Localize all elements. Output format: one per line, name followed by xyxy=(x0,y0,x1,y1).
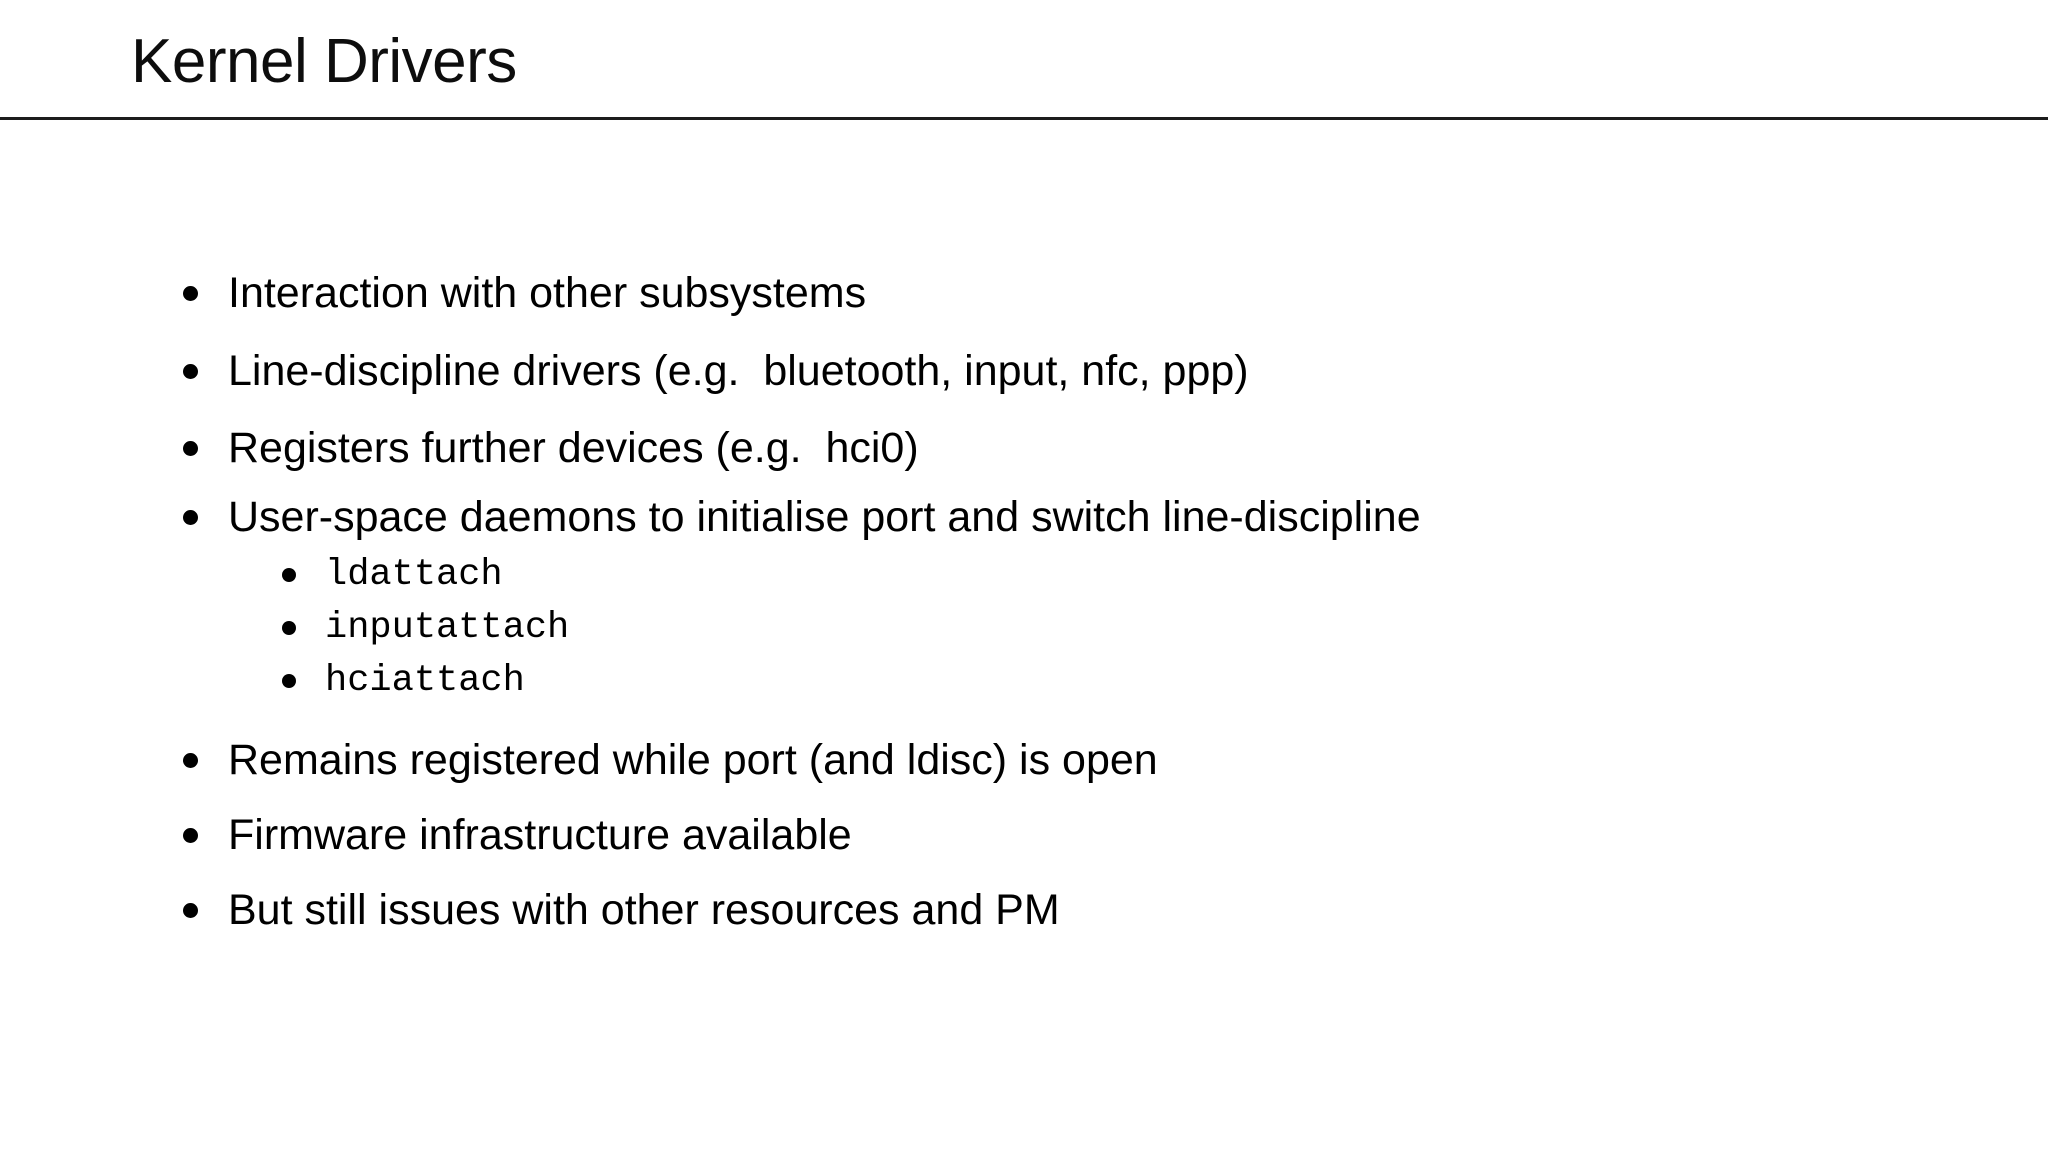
list-item-text: But still issues with other resources an… xyxy=(228,886,1060,934)
bullet-marker-icon xyxy=(282,621,296,635)
title-separator-line xyxy=(0,117,2048,120)
list-item: Registers further devices (e.g. hci0) xyxy=(183,422,1883,474)
list-item-text: Registers further devices (e.g. hci0) xyxy=(228,424,919,472)
code-text: hciattach xyxy=(325,660,525,702)
list-item: Interaction with other subsystems xyxy=(183,267,1883,319)
sub-bullet-list: ldattach inputattach hciattach xyxy=(282,551,1883,705)
list-item-text: Remains registered while port (and ldisc… xyxy=(228,736,1158,784)
bullet-marker-icon xyxy=(183,364,198,379)
bullet-marker-icon xyxy=(183,828,198,843)
bullet-marker-icon xyxy=(183,753,198,768)
bullet-marker-icon xyxy=(282,674,296,688)
page-title: Kernel Drivers xyxy=(131,27,517,96)
sub-list-item: inputattach xyxy=(282,604,1883,652)
bullet-list: Interaction with other subsystems Line-d… xyxy=(183,267,1883,936)
list-item-text: Line-discipline drivers (e.g. bluetooth,… xyxy=(228,347,1249,395)
list-item: But still issues with other resources an… xyxy=(183,884,1883,936)
sub-list-item: hciattach xyxy=(282,657,1883,705)
list-item-text: User-space daemons to initialise port an… xyxy=(228,493,1421,541)
list-item-text: Interaction with other subsystems xyxy=(228,269,867,317)
bullet-marker-icon xyxy=(282,568,296,582)
code-text: inputattach xyxy=(325,607,570,649)
bullet-marker-icon xyxy=(183,441,198,456)
bullet-marker-icon xyxy=(183,510,198,525)
list-item: Line-discipline drivers (e.g. bluetooth,… xyxy=(183,345,1883,397)
list-item: User-space daemons to initialise port an… xyxy=(183,491,1883,543)
list-item-text: Firmware infrastructure available xyxy=(228,811,852,859)
list-item: Firmware infrastructure available xyxy=(183,809,1883,861)
bullet-marker-icon xyxy=(183,903,198,918)
code-text: ldattach xyxy=(325,554,503,596)
sub-list-item: ldattach xyxy=(282,551,1883,599)
bullet-marker-icon xyxy=(183,286,198,301)
list-item: Remains registered while port (and ldisc… xyxy=(183,734,1883,786)
